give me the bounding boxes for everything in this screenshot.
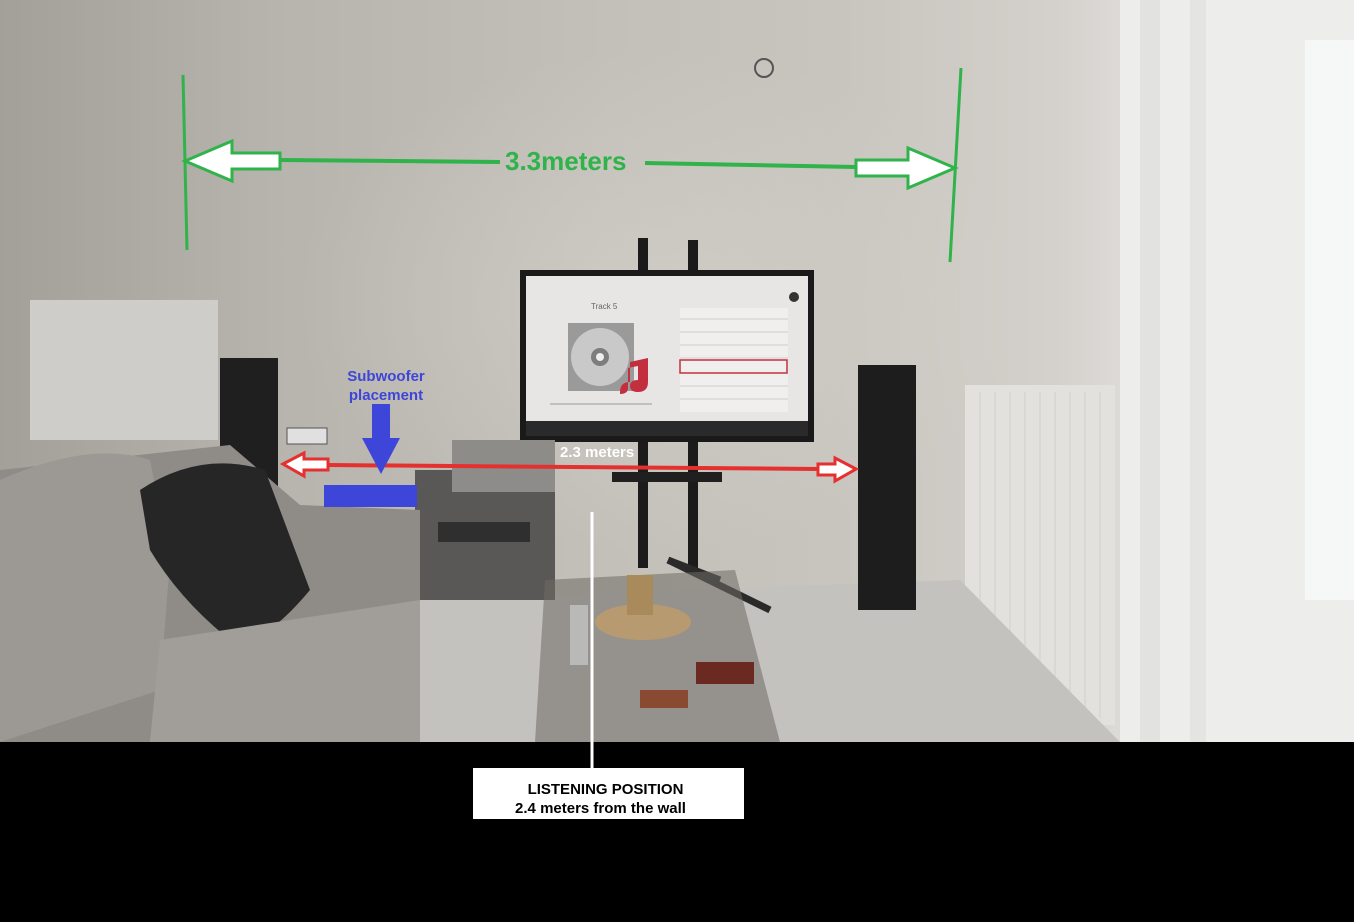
room-scene: [0, 0, 1354, 742]
subwoofer-marker: [324, 485, 417, 507]
tv-bottom-bar: [526, 421, 808, 436]
track-list: [679, 308, 788, 412]
glass: [570, 605, 588, 665]
width-right-bound: [948, 67, 963, 263]
sofa-cushion: [0, 453, 170, 742]
box: [640, 690, 688, 708]
tv-stand-shelf: [612, 472, 722, 482]
living-room-photo: [0, 0, 1354, 742]
selected-track: [679, 359, 788, 374]
room-width-label: 3.3meters: [505, 146, 627, 176]
speaker-distance-label: 2.3 meters: [560, 444, 635, 461]
width-arrow-right-icon: [854, 145, 959, 191]
wall-socket: [286, 427, 328, 445]
curtain-fold: [1140, 0, 1160, 742]
width-arrow-left-icon: [181, 138, 282, 184]
subwoofer-label: Subwoofer placement: [347, 368, 425, 404]
subwoofer-arrow-icon: [362, 404, 400, 474]
back-icon: [789, 292, 799, 302]
candle: [627, 575, 653, 615]
window-glass: [1305, 40, 1354, 600]
glass-coffee-table: [535, 570, 780, 742]
width-line-right: [644, 161, 857, 169]
listening-position-box: LISTENING POSITION 2.4 meters from the w…: [473, 768, 744, 819]
wall-hook: [754, 58, 774, 78]
music-note-icon: [620, 358, 648, 394]
dark-pillow: [140, 463, 310, 642]
speaker-distance-line: [327, 463, 819, 471]
right-speaker: [858, 365, 916, 610]
listening-position-detail: 2.4 meters from the wall: [515, 800, 686, 817]
tv-track-title: Track 5: [591, 302, 618, 311]
speaker-arrow-right-icon: [816, 455, 860, 484]
cd-center: [596, 353, 604, 361]
blurred-patch: [30, 300, 218, 440]
table-plate: [595, 604, 691, 640]
listening-position-title: LISTENING POSITION: [527, 781, 684, 798]
book: [696, 662, 754, 684]
width-line-left: [279, 158, 501, 164]
curtain-fold: [1190, 0, 1206, 742]
player-device: [438, 522, 530, 542]
sofa-seat: [150, 600, 420, 742]
speaker-arrow-left-icon: [279, 450, 330, 479]
